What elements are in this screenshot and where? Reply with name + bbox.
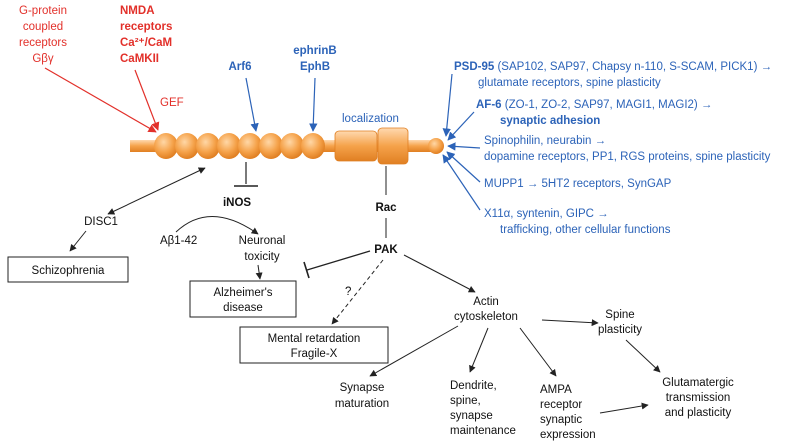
partner-mupp1: MUPP1 → 5HT2 receptors, SynGAP <box>484 178 672 190</box>
ephrinb-label: ephrinB <box>293 45 336 57</box>
glut-line-3: and plasticity <box>665 407 732 419</box>
bead <box>154 133 178 159</box>
glut-line-2: transmission <box>666 392 731 404</box>
partner-af6: AF-6 (ZO-1, ZO-2, SAP97, MAGI1, MAGI2) →… <box>476 99 712 127</box>
nmda-arrow <box>134 69 160 131</box>
dendrite-line-1: Dendrite, <box>450 380 497 392</box>
disc1-label: DISC1 <box>84 216 118 228</box>
actin-line-1: Actin <box>473 296 499 308</box>
bead <box>196 133 220 159</box>
partner-psd95: PSD-95 (SAP102, SAP97, Chapsy n-110, S-S… <box>454 61 772 89</box>
bead <box>238 133 262 159</box>
ampa-line-3: synaptic <box>540 414 582 426</box>
nmda-line-3: Ca²⁺/CaM <box>120 37 172 49</box>
neuronal-line-1: Neuronal <box>239 235 286 247</box>
gef-label: GEF <box>160 97 184 109</box>
dendrite-line-3: synapse <box>450 410 493 422</box>
spine-glut-arrow <box>625 339 661 373</box>
alzheimers-line-2: disease <box>223 302 263 314</box>
abeta-label: Aβ1-42 <box>160 235 197 247</box>
pak-inhibit-alzheimers <box>306 250 371 271</box>
synapse-line-2: maturation <box>335 398 389 410</box>
localization-domain-2 <box>377 127 409 165</box>
bead <box>259 133 283 159</box>
dendrite-line-4: maintenance <box>450 425 516 437</box>
actin-spine-arrow <box>541 319 599 327</box>
partner-psd95-line1: PSD-95 (SAP102, SAP97, Chapsy n-110, S-S… <box>454 61 772 73</box>
ampa-line-2: receptor <box>540 399 582 411</box>
arf6-label: Arf6 <box>228 61 251 73</box>
localization-domain <box>334 130 378 162</box>
gpcr-label: G-protein coupled receptors Gβγ <box>19 5 67 65</box>
alzheimers-box <box>189 280 297 318</box>
partner-arrow <box>442 73 453 137</box>
gpcr-line-3: receptors <box>19 37 67 49</box>
pak-inhibit-bar <box>303 261 310 279</box>
afadin-protein <box>130 127 444 165</box>
partner-af6-line1: AF-6 (ZO-1, ZO-2, SAP97, MAGI1, MAGI2) → <box>476 99 712 111</box>
dendrite-line-2: spine, <box>450 395 481 407</box>
inos-label: iNOS <box>223 197 251 209</box>
spine-line-1: Spine <box>605 309 634 321</box>
gpcr-arrow <box>44 67 157 133</box>
nmda-label: NMDA receptors Ca²⁺/CaM CaMKII <box>120 5 172 65</box>
abeta-curve <box>175 216 259 235</box>
partner-spinophilin-line1: Spinophilin, neurabin → <box>484 135 606 147</box>
ampa-glut-arrow <box>599 402 649 414</box>
localization-label: localization <box>342 113 399 125</box>
schizophrenia-box <box>7 256 129 283</box>
mental-line-2: Fragile-X <box>291 348 338 360</box>
partner-arrow <box>442 154 481 211</box>
partner-spinophilin: Spinophilin, neurabin → dopamine recepto… <box>484 135 771 163</box>
partner-x11-line2: trafficking, other cellular functions <box>500 224 671 236</box>
bead <box>280 133 304 159</box>
actin-dendrite-arrow <box>469 327 489 373</box>
pdz-domain <box>428 138 444 154</box>
toxicity-arrow <box>255 264 263 280</box>
partner-x11: X11α, syntenin, GIPC → trafficking, othe… <box>484 208 671 236</box>
ampa-line-1: AMPA <box>540 384 572 396</box>
actin-synapse-arrow <box>369 325 459 377</box>
neuronal-line-2: toxicity <box>244 251 279 263</box>
actin-ampa-arrow <box>519 327 557 377</box>
nmda-line-1: NMDA <box>120 5 155 17</box>
partner-spinophilin-line2: dopamine receptors, PP1, RGS proteins, s… <box>484 151 771 163</box>
pdz-partners: PSD-95 (SAP102, SAP97, Chapsy n-110, S-S… <box>442 61 772 236</box>
pak-actin-arrow <box>403 254 476 293</box>
bead <box>301 133 325 159</box>
schizophrenia-label: Schizophrenia <box>32 265 105 277</box>
partner-psd95-line2: glutamate receptors, spine plasticity <box>478 77 661 89</box>
bead <box>175 133 199 159</box>
partner-arrow <box>447 142 481 151</box>
nmda-line-2: receptors <box>120 21 172 33</box>
synapse-line-1: Synapse <box>340 382 385 394</box>
partner-arrow <box>447 111 475 141</box>
actin-line-2: cytoskeleton <box>454 311 518 323</box>
ampa-line-4: expression <box>540 429 596 441</box>
schizophrenia-arrow <box>69 230 87 252</box>
pak-mental-dashed <box>331 259 384 325</box>
alzheimers-line-1: Alzheimer's <box>213 287 272 299</box>
rac-label: Rac <box>375 202 397 214</box>
spine-line-2: plasticity <box>598 324 642 336</box>
glut-line-1: Glutamatergic <box>662 377 734 389</box>
question-mark: ? <box>345 286 351 298</box>
mental-box <box>239 326 389 364</box>
mental-line-1: Mental retardation <box>268 333 361 345</box>
arf6-arrow <box>245 77 259 132</box>
gpcr-line-4: Gβγ <box>32 53 54 65</box>
partner-x11-line1: X11α, syntenin, GIPC → <box>484 208 609 220</box>
pak-label: PAK <box>374 244 398 256</box>
gpcr-line-1: G-protein <box>19 5 67 17</box>
disc1-arrow <box>107 167 206 215</box>
ephrin-arrow <box>309 77 318 132</box>
ephb-label: EphB <box>300 61 330 73</box>
protein-beads <box>154 133 325 159</box>
nmda-line-4: CaMKII <box>120 53 159 65</box>
partner-arrow <box>446 151 481 183</box>
gpcr-line-2: coupled <box>23 21 63 33</box>
bead <box>217 133 241 159</box>
partner-af6-line2: synaptic adhesion <box>500 115 600 127</box>
